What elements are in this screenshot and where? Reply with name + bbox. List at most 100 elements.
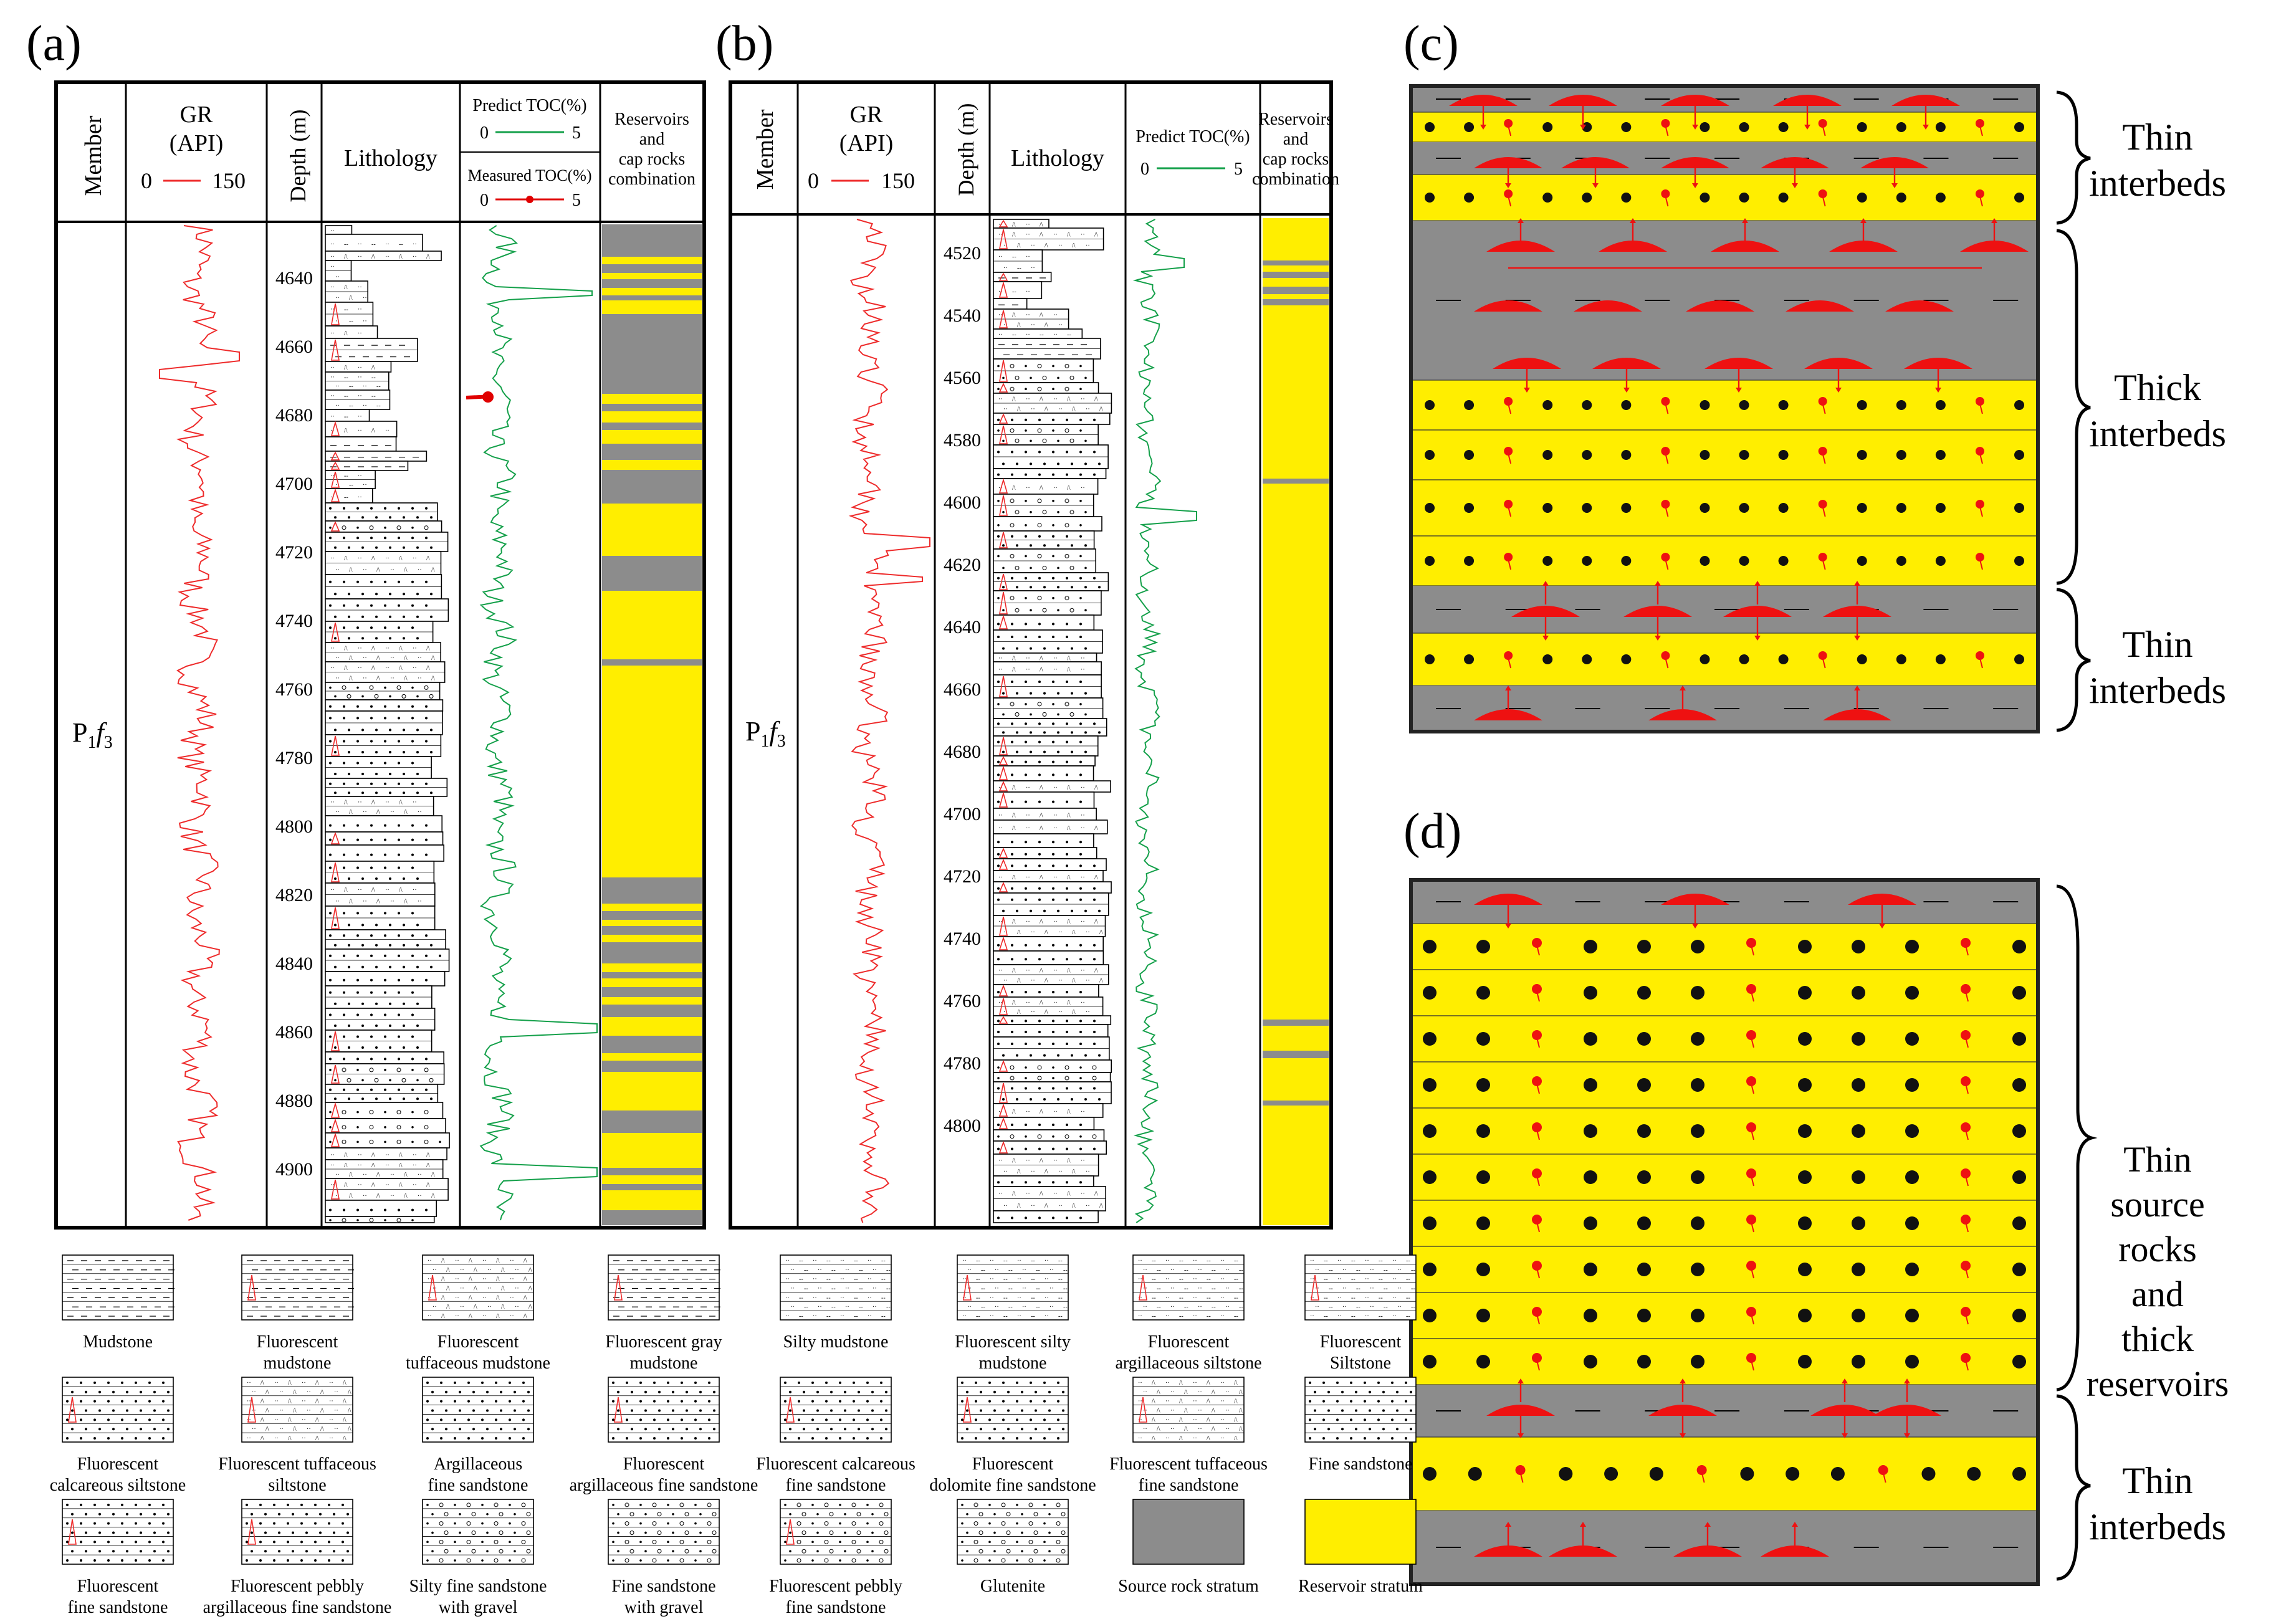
depth-tick: 4540 <box>944 305 981 326</box>
svg-text:/\: /\ <box>1045 1009 1048 1016</box>
svg-text:--: -- <box>344 413 348 420</box>
svg-text:/\: /\ <box>1012 1109 1016 1115</box>
svg-text:/\: /\ <box>1207 1416 1210 1423</box>
svg-text:--: -- <box>1384 1267 1388 1274</box>
bracket-label: Thick <box>2114 367 2201 408</box>
svg-text:--: -- <box>1351 1294 1355 1301</box>
svg-text:/\: /\ <box>1072 929 1076 936</box>
svg-text:/\: /\ <box>1067 785 1071 791</box>
svg-text:/\: /\ <box>293 1426 297 1433</box>
legend-label: Fluorescent gray <box>605 1332 722 1352</box>
svg-text:/\: /\ <box>1239 1389 1243 1396</box>
svg-text:/\: /\ <box>441 1294 445 1301</box>
svg-text:··: ·· <box>1031 1168 1035 1175</box>
lithology-header: Lithology <box>1011 145 1104 171</box>
panel-d-migration-arrows <box>1474 894 1941 1557</box>
svg-text:/\: /\ <box>404 567 408 574</box>
svg-text:--: -- <box>1329 1285 1333 1292</box>
depth-tick: 4820 <box>275 885 313 905</box>
svg-text:/\: /\ <box>1012 1191 1016 1198</box>
svg-text:--: -- <box>976 1276 980 1283</box>
svg-text:··: ·· <box>998 396 1003 403</box>
legend-label: Fluorescent calcareous <box>756 1454 916 1474</box>
svg-text:/\: /\ <box>501 1304 505 1311</box>
svg-text:··: ·· <box>279 1389 284 1396</box>
svg-text:/\: /\ <box>1067 655 1071 662</box>
svg-text:··: ·· <box>1220 1313 1225 1320</box>
svg-text:--: -- <box>1067 332 1071 338</box>
svg-text:··: ·· <box>433 1304 437 1311</box>
svg-text:--: -- <box>1040 332 1044 338</box>
legend-label: Fluorescent <box>972 1454 1054 1474</box>
legend-label: Fluorescent <box>623 1454 705 1474</box>
svg-text:--: -- <box>826 1294 831 1301</box>
svg-text:--: -- <box>826 1313 831 1320</box>
svg-text:/\: /\ <box>1067 1109 1071 1115</box>
svg-text:/\: /\ <box>1045 1168 1048 1175</box>
svg-text:/\: /\ <box>1040 785 1043 791</box>
svg-text:/\: /\ <box>446 1285 450 1292</box>
svg-text:--: -- <box>1234 1276 1238 1283</box>
legend-item: ··--··--··--··--··--··--··--··--··--··--… <box>1115 1254 1262 1373</box>
svg-text:··: ·· <box>1198 1389 1202 1396</box>
svg-text:··: ·· <box>1053 667 1058 674</box>
svg-text:--: -- <box>1379 1294 1383 1301</box>
svg-text:··: ·· <box>330 473 335 480</box>
svg-text:/\: /\ <box>524 1258 527 1264</box>
svg-text:/\: /\ <box>1040 968 1043 975</box>
svg-text:··: ·· <box>1081 968 1085 975</box>
svg-text:--: -- <box>799 1313 803 1320</box>
svg-text:··: ·· <box>1225 1407 1230 1414</box>
svg-text:--: -- <box>1212 1304 1216 1311</box>
svg-text:/\: /\ <box>528 1267 532 1274</box>
svg-text:··: ·· <box>363 295 367 302</box>
legend-label: Fluorescent silty <box>955 1332 1071 1352</box>
legend-label: argillaceous siltstone <box>1115 1354 1261 1373</box>
svg-text:··: ·· <box>1031 322 1035 329</box>
svg-text:··: ·· <box>1086 1168 1090 1175</box>
svg-text:··: ·· <box>998 825 1003 832</box>
svg-text:/\: /\ <box>404 899 408 905</box>
legend-label: Silty fine sandstone <box>409 1577 547 1596</box>
svg-text:··: ·· <box>1370 1304 1374 1311</box>
svg-text:/\: /\ <box>1040 1158 1043 1165</box>
panel-d-frame <box>1409 878 2040 1586</box>
svg-text:··: ·· <box>330 665 335 672</box>
svg-text:/\: /\ <box>1094 785 1098 791</box>
svg-text:/\: /\ <box>528 1304 532 1311</box>
svg-text:··: ·· <box>335 403 340 409</box>
legend-label: Fluorescent <box>1320 1332 1402 1352</box>
svg-text:··: ·· <box>390 809 394 816</box>
gr-header: GR <box>850 102 883 128</box>
svg-text:··: ·· <box>363 318 367 325</box>
svg-text:··: ·· <box>873 1267 877 1274</box>
legend-label: Fluorescent <box>77 1454 159 1474</box>
svg-text:--: -- <box>859 1267 863 1274</box>
svg-text:/\: /\ <box>399 254 403 260</box>
svg-text:··: ·· <box>1053 919 1058 925</box>
bracket-label: reservoirs <box>2087 1364 2229 1404</box>
svg-text:/\: /\ <box>431 655 435 662</box>
svg-text:/\: /\ <box>1017 322 1021 329</box>
depth-tick: 4800 <box>275 816 313 837</box>
svg-text:/\: /\ <box>1045 242 1048 249</box>
svg-text:/\: /\ <box>1017 406 1021 413</box>
svg-text:··: ·· <box>790 1267 795 1274</box>
depth-tick: 4720 <box>944 866 981 887</box>
svg-text:/\: /\ <box>371 887 375 894</box>
svg-text:··: ·· <box>1220 1435 1225 1442</box>
legend-label: mudstone <box>264 1354 332 1373</box>
svg-text:/\: /\ <box>1012 232 1016 239</box>
svg-text:/\: /\ <box>1067 812 1071 819</box>
svg-text:··: ·· <box>1193 1398 1197 1405</box>
svg-text:··: ·· <box>1138 1398 1142 1405</box>
gr-header: GR <box>180 102 213 128</box>
svg-text:··: ·· <box>1003 1168 1008 1175</box>
svg-text:··: ·· <box>433 1267 437 1274</box>
svg-text:/\: /\ <box>431 1172 435 1178</box>
svg-text:··: ·· <box>1026 332 1030 338</box>
svg-text:/\: /\ <box>1040 485 1043 492</box>
svg-text:··: ·· <box>385 887 390 894</box>
combo-header-1: Reservoirs <box>614 110 689 129</box>
